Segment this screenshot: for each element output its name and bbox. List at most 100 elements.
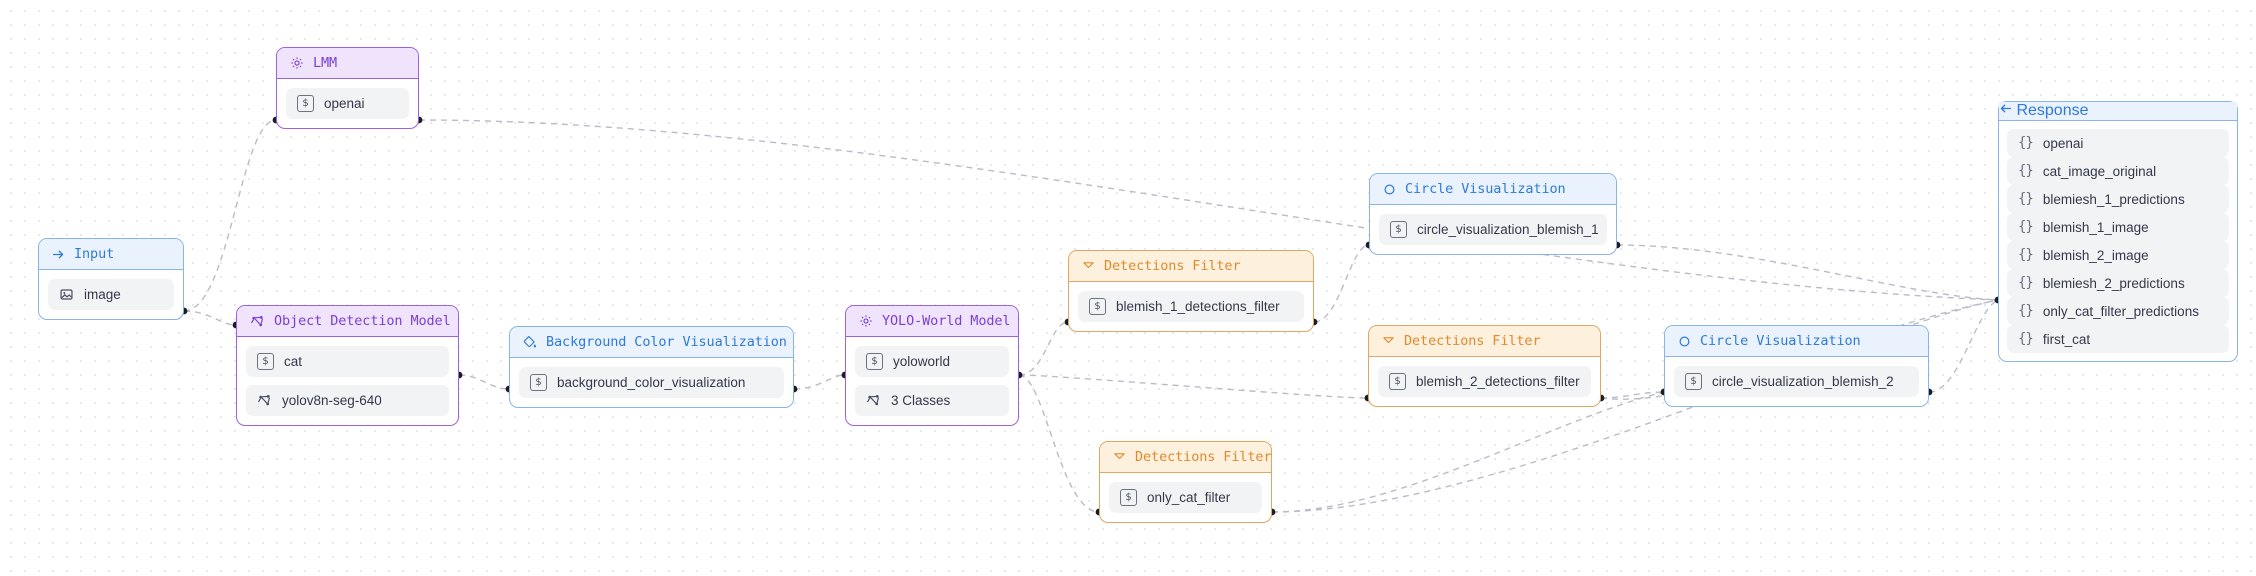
row-openai-label: openai bbox=[324, 96, 365, 111]
value-badge-icon: $ bbox=[1685, 373, 1702, 390]
node-circle-visualization-blemish-2[interactable]: Circle Visualization $ circle_visualizat… bbox=[1664, 325, 1929, 407]
value-badge-icon: $ bbox=[530, 374, 547, 391]
row-openai[interactable]: $ openai bbox=[286, 88, 409, 119]
json-braces-icon: {} bbox=[2018, 247, 2034, 263]
node-input-title: Input bbox=[74, 246, 115, 262]
response-row-blemish-1-image[interactable]: {} blemish_1_image bbox=[2007, 213, 2229, 241]
node-circle-2-header: Circle Visualization bbox=[1665, 326, 1928, 357]
json-braces-icon: {} bbox=[2018, 331, 2034, 347]
value-badge-icon: $ bbox=[1089, 298, 1106, 315]
model-graph-icon bbox=[257, 393, 272, 408]
row-3-classes[interactable]: 3 Classes bbox=[855, 385, 1009, 416]
row-background-color-label: background_color_visualization bbox=[557, 375, 746, 390]
value-badge-icon: $ bbox=[1389, 373, 1406, 390]
row-image[interactable]: image bbox=[48, 279, 174, 310]
node-yolo-world-header: YOLO-World Model bbox=[846, 306, 1018, 337]
response-label: blemish_2_image bbox=[2042, 247, 2149, 263]
node-object-detection-header: Object Detection Model bbox=[237, 306, 458, 337]
node-yolo-world-model[interactable]: YOLO-World Model $ yoloworld 3 Classes bbox=[845, 305, 1019, 426]
node-yolo-world-body: $ yoloworld 3 Classes bbox=[846, 337, 1018, 425]
node-filter-3-title: Detections Filter bbox=[1135, 449, 1272, 465]
node-filter-1-body: $ blemish_1_detections_filter bbox=[1069, 282, 1313, 331]
row-circle-1-label: circle_visualization_blemish_1 bbox=[1417, 222, 1599, 237]
response-label: openai bbox=[2042, 135, 2084, 151]
response-label: first_cat bbox=[2042, 331, 2091, 347]
node-filter-3-header: Detections Filter bbox=[1100, 442, 1272, 473]
json-braces-icon: {} bbox=[2018, 191, 2034, 207]
json-braces-icon: {} bbox=[2018, 303, 2034, 319]
node-background-color-visualization[interactable]: Background Color Visualization $ backgro… bbox=[509, 326, 794, 408]
row-yolov8n-seg-640[interactable]: yolov8n-seg-640 bbox=[246, 385, 449, 416]
json-braces-icon: {} bbox=[2018, 219, 2034, 235]
circle-icon bbox=[1383, 183, 1396, 196]
node-lmm-body: $ openai bbox=[277, 79, 418, 128]
json-braces-icon: {} bbox=[2018, 275, 2034, 291]
row-circle-visualization-blemish-1[interactable]: $ circle_visualization_blemish_1 bbox=[1379, 214, 1607, 245]
circle-icon bbox=[1678, 335, 1691, 348]
node-input[interactable]: Input image bbox=[38, 238, 184, 320]
json-braces-icon: {} bbox=[2018, 163, 2034, 179]
value-badge-icon: $ bbox=[866, 353, 883, 370]
model-graph-icon bbox=[250, 314, 265, 329]
node-object-detection-title: Object Detection Model bbox=[274, 313, 451, 329]
row-yoloworld-label: yoloworld bbox=[893, 354, 951, 369]
row-3-classes-label: 3 Classes bbox=[891, 393, 951, 408]
row-blemish-1-filter-label: blemish_1_detections_filter bbox=[1116, 299, 1280, 314]
response-row-openai[interactable]: {} openai bbox=[2007, 129, 2229, 157]
response-body: {} openai {} cat_image_original {} blemi… bbox=[1999, 121, 2237, 361]
node-background-color-title: Background Color Visualization bbox=[546, 334, 787, 350]
response-row-blemiesh-2-predictions[interactable]: {} blemiesh_2_predictions bbox=[2007, 269, 2229, 297]
funnel-icon bbox=[1113, 451, 1126, 464]
gear-icon bbox=[290, 56, 304, 70]
value-badge-icon: $ bbox=[297, 95, 314, 112]
row-background-color-visualization[interactable]: $ background_color_visualization bbox=[519, 367, 784, 398]
row-blemish-2-detections-filter[interactable]: $ blemish_2_detections_filter bbox=[1378, 366, 1591, 397]
node-filter-3-body: $ only_cat_filter bbox=[1100, 473, 1271, 522]
row-image-label: image bbox=[84, 287, 121, 302]
response-label: blemiesh_2_predictions bbox=[2042, 275, 2185, 291]
node-circle-1-body: $ circle_visualization_blemish_1 bbox=[1370, 205, 1616, 254]
model-graph-icon bbox=[866, 393, 881, 408]
node-lmm[interactable]: LMM $ openai bbox=[276, 47, 419, 129]
node-yolo-world-title: YOLO-World Model bbox=[882, 313, 1011, 329]
response-label: cat_image_original bbox=[2042, 163, 2157, 179]
response-label: blemiesh_1_predictions bbox=[2042, 191, 2185, 207]
node-circle-visualization-blemish-1[interactable]: Circle Visualization $ circle_visualizat… bbox=[1369, 173, 1617, 255]
node-background-color-header: Background Color Visualization bbox=[510, 327, 793, 358]
node-circle-2-title: Circle Visualization bbox=[1700, 333, 1861, 349]
funnel-icon bbox=[1382, 335, 1395, 348]
response-row-blemiesh-1-predictions[interactable]: {} blemiesh_1_predictions bbox=[2007, 185, 2229, 213]
row-yoloworld[interactable]: $ yoloworld bbox=[855, 346, 1009, 377]
response-row-first-cat[interactable]: {} first_cat bbox=[2007, 325, 2229, 353]
row-circle-visualization-blemish-2[interactable]: $ circle_visualization_blemish_2 bbox=[1674, 366, 1919, 397]
row-yolov8n-label: yolov8n-seg-640 bbox=[282, 393, 382, 408]
node-circle-2-body: $ circle_visualization_blemish_2 bbox=[1665, 357, 1928, 406]
value-badge-icon: $ bbox=[1120, 489, 1137, 506]
json-braces-icon: {} bbox=[2018, 135, 2034, 151]
node-background-color-body: $ background_color_visualization bbox=[510, 358, 793, 407]
row-blemish-1-detections-filter[interactable]: $ blemish_1_detections_filter bbox=[1078, 291, 1304, 322]
response-row-only-cat-filter-predictions[interactable]: {} only_cat_filter_predictions bbox=[2007, 297, 2229, 325]
arrow-left-icon bbox=[1999, 102, 2012, 115]
node-detections-filter-only-cat[interactable]: Detections Filter $ only_cat_filter bbox=[1099, 441, 1272, 523]
node-detections-filter-blemish-1[interactable]: Detections Filter $ blemish_1_detections… bbox=[1068, 250, 1314, 332]
response-row-blemish-2-image[interactable]: {} blemish_2_image bbox=[2007, 241, 2229, 269]
row-blemish-2-filter-label: blemish_2_detections_filter bbox=[1416, 374, 1580, 389]
response-label: only_cat_filter_predictions bbox=[2042, 303, 2199, 319]
value-badge-icon: $ bbox=[257, 353, 274, 370]
row-cat-label: cat bbox=[284, 354, 303, 369]
response-row-cat-image-original[interactable]: {} cat_image_original bbox=[2007, 157, 2229, 185]
node-circle-1-header: Circle Visualization bbox=[1370, 174, 1616, 205]
node-filter-2-header: Detections Filter bbox=[1369, 326, 1600, 357]
row-only-cat-filter[interactable]: $ only_cat_filter bbox=[1109, 482, 1262, 513]
node-filter-2-title: Detections Filter bbox=[1404, 333, 1541, 349]
panel-response[interactable]: Response {} openai {} cat_image_original… bbox=[1998, 101, 2238, 362]
node-object-detection-model[interactable]: Object Detection Model $ cat yolov8n-seg… bbox=[236, 305, 459, 426]
node-object-detection-body: $ cat yolov8n-seg-640 bbox=[237, 337, 458, 425]
row-cat[interactable]: $ cat bbox=[246, 346, 449, 377]
node-detections-filter-blemish-2[interactable]: Detections Filter $ blemish_2_detections… bbox=[1368, 325, 1601, 407]
value-badge-icon: $ bbox=[1390, 221, 1407, 238]
node-filter-1-header: Detections Filter bbox=[1069, 251, 1313, 282]
node-lmm-title: LMM bbox=[313, 55, 338, 71]
